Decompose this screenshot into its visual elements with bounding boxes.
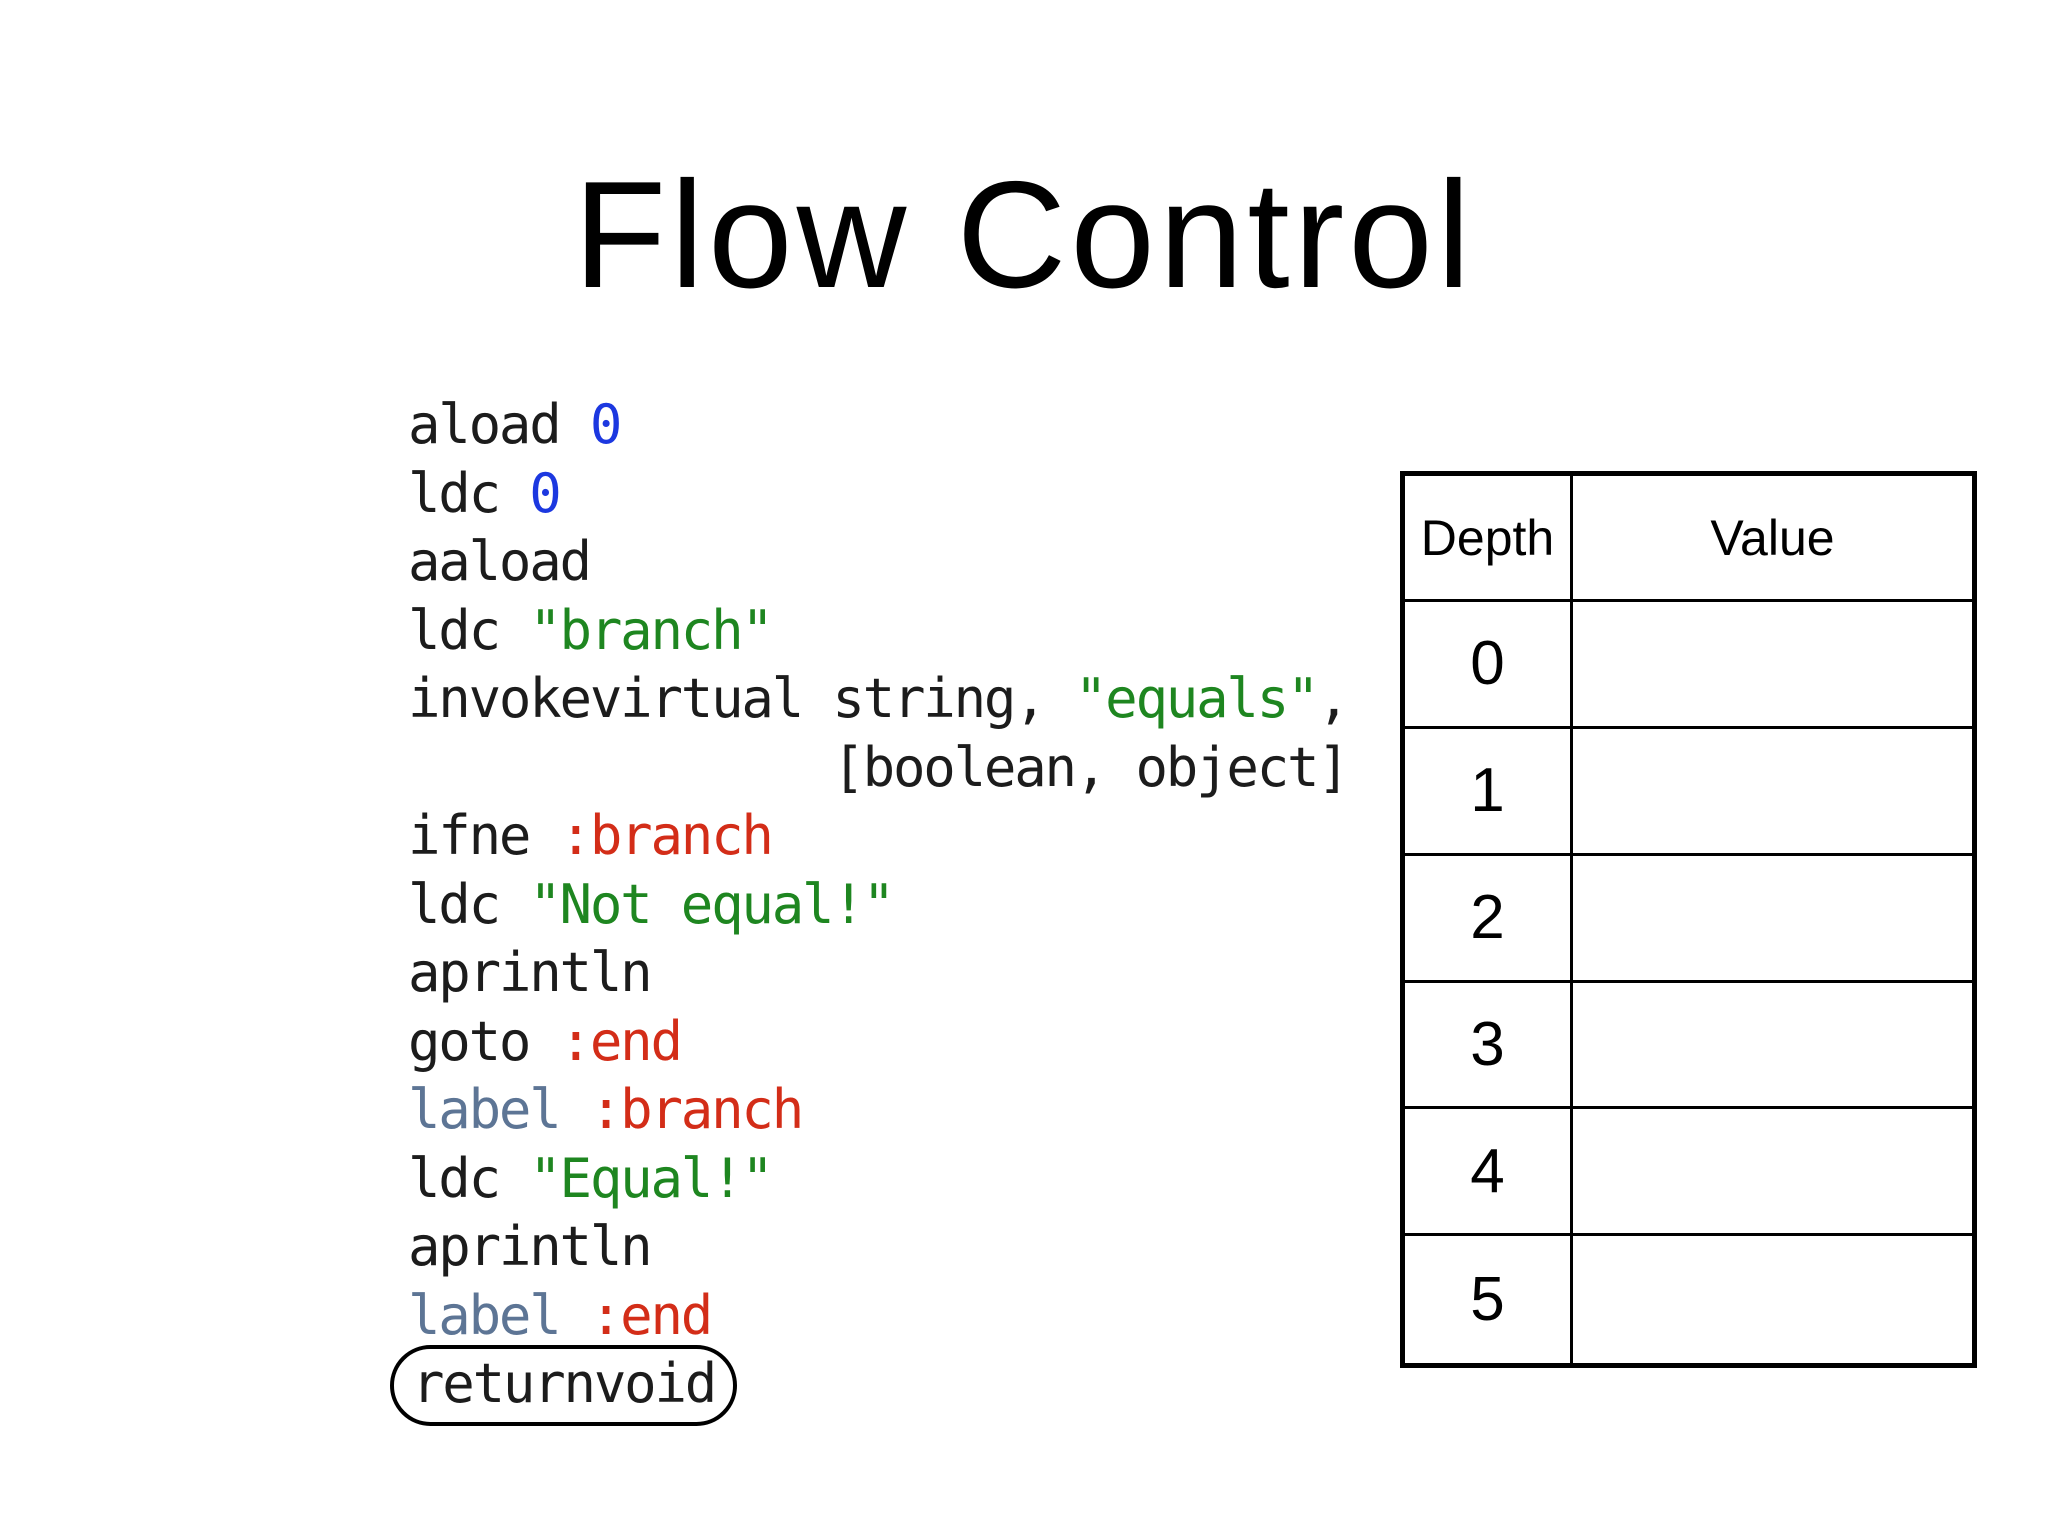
code-segment: "equals"	[1074, 667, 1320, 730]
code-segment: returnvoid	[412, 1352, 717, 1415]
value-cell	[1573, 983, 1972, 1110]
code-segment: ldc	[408, 872, 530, 936]
returnvoid-pill: returnvoid	[390, 1345, 738, 1426]
code-line: aload 0	[408, 391, 1348, 460]
code-line: ldc 0	[408, 460, 1348, 529]
value-column-header: Value	[1573, 476, 1972, 602]
depth-cell: 0	[1405, 602, 1573, 729]
code-segment: ldc	[408, 461, 530, 525]
depth-column-header: Depth	[1405, 476, 1573, 602]
depth-cell: 2	[1405, 855, 1573, 983]
code-line: ifne :branch	[408, 802, 1348, 871]
code-segment: ifne	[408, 804, 560, 867]
code-line: aprintln	[408, 1213, 1348, 1282]
code-line: ldc "Equal!"	[408, 1145, 1348, 1214]
code-segment: aprintln	[408, 941, 653, 1004]
code-segment: ldc	[408, 1146, 530, 1210]
code-segment: aprintln	[408, 1215, 653, 1278]
code-line: returnvoid	[390, 1345, 1348, 1426]
code-line: [boolean, object]	[408, 734, 1349, 803]
code-line: label :end	[408, 1282, 1348, 1351]
depth-cell: 4	[1405, 1109, 1573, 1237]
depth-cell: 5	[1405, 1236, 1573, 1363]
code-line: aaload	[408, 528, 1348, 597]
value-cell	[1573, 1236, 1972, 1363]
code-line: ldc "Not equal!"	[408, 871, 1348, 940]
code-segment: [boolean, object]	[408, 735, 1349, 799]
depth-cell: 1	[1405, 728, 1573, 856]
code-line: goto :end	[408, 1008, 1348, 1077]
code-segment: goto	[408, 1009, 560, 1073]
code-line: label :branch	[408, 1076, 1348, 1145]
code-segment: :end	[559, 1009, 683, 1073]
code-segment: :branch	[589, 1078, 804, 1141]
code-line: aprintln	[408, 939, 1348, 1008]
code-segment: invokevirtual string,	[408, 667, 1075, 730]
code-line: ldc "branch"	[408, 597, 1348, 666]
code-segment: label	[408, 1078, 590, 1141]
code-segment: 0	[529, 461, 562, 525]
value-cell	[1573, 1109, 1972, 1237]
slide-title: Flow Control	[573, 150, 1475, 320]
value-cell	[1573, 856, 1972, 983]
code-segment: :branch	[559, 804, 774, 867]
value-cell	[1573, 602, 1972, 729]
code-segment: ,	[1317, 667, 1350, 730]
code-segment: aaload	[408, 530, 592, 593]
code-segment: aload	[408, 393, 590, 456]
code-segment: "Equal!"	[529, 1146, 774, 1210]
depth-cell: 3	[1405, 982, 1573, 1110]
code-line: invokevirtual string, "equals",	[408, 665, 1350, 734]
code-segment: ldc	[408, 598, 530, 662]
code-segment: 0	[589, 393, 623, 456]
code-segment: label	[408, 1283, 590, 1347]
code-segment: :end	[589, 1283, 713, 1347]
value-cell	[1573, 729, 1972, 856]
code-segment: "Not equal!"	[529, 872, 895, 936]
code-segment: "branch"	[529, 598, 774, 662]
